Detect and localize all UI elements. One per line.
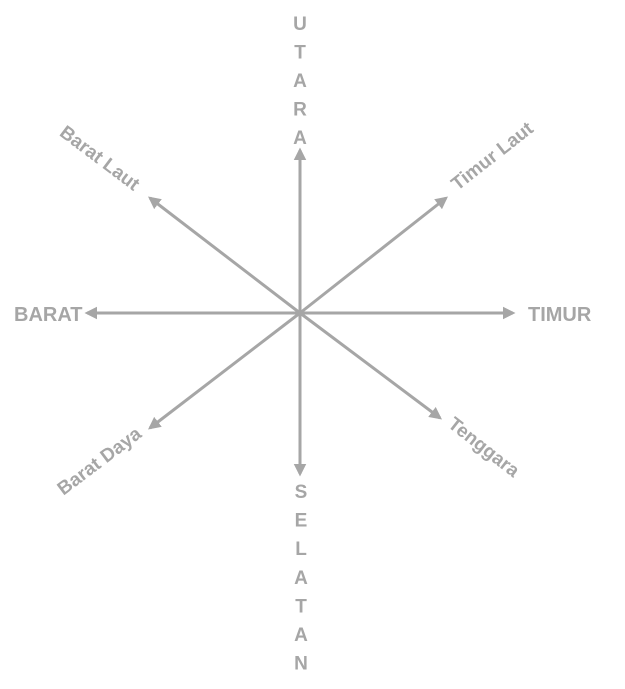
- label-southwest: Barat Daya: [54, 423, 146, 500]
- north-letter: A: [293, 128, 307, 149]
- north-letter: T: [294, 43, 306, 64]
- south-letter: N: [294, 654, 308, 675]
- arrow-northeast: [299, 196, 448, 315]
- label-west: BARAT: [14, 304, 83, 326]
- arrow-southeast: [299, 311, 443, 420]
- south-letter: A: [294, 568, 308, 589]
- label-northeast: Timur Laut: [448, 118, 539, 195]
- label-northwest: Barat Laut: [55, 122, 143, 196]
- arrow-northwest: [148, 196, 301, 315]
- south-letter: A: [294, 625, 308, 646]
- arrow-southwest: [148, 311, 301, 430]
- north-letter: U: [293, 14, 307, 35]
- north-letter: A: [293, 71, 307, 92]
- south-letter: T: [295, 596, 307, 617]
- south-letter: E: [295, 511, 308, 532]
- label-east: TIMUR: [528, 304, 592, 326]
- label-southeast: Tenggara: [444, 414, 524, 483]
- north-letter: R: [293, 100, 307, 121]
- south-letter: L: [295, 539, 307, 560]
- south-letter: S: [295, 482, 308, 503]
